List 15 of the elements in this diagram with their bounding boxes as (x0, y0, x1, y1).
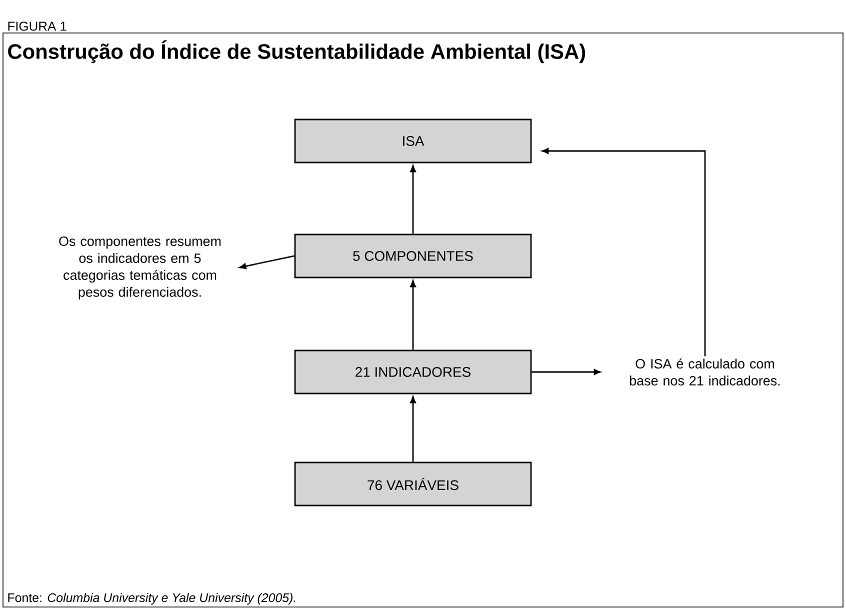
arrow (410, 396, 416, 462)
title: Construção do Índice de Sustentabilidade Ambiental (ISA) (8, 40, 586, 64)
note-text: O ISA é calculado com base nos 21 indicadores. (630, 358, 780, 386)
process-box: 76 VARIÁVEIS (294, 462, 532, 506)
process-box: ISA (294, 118, 532, 164)
arrow (239, 255, 294, 270)
process-box: 21 INDICADORES (294, 350, 532, 394)
figure-number: FIGURA 1 (8, 22, 66, 31)
note-text: Os componentes resumem os indicadores em 5 categorias temáticas com pesos diferenciados. (59, 236, 221, 300)
arrow (542, 148, 706, 356)
source-note: Fonte: Columbia University e Yale University (2005). (8, 592, 296, 605)
arrow (410, 280, 416, 350)
process-box: 5 COMPONENTES (294, 234, 532, 278)
arrow (532, 369, 601, 375)
arrow (410, 165, 416, 234)
